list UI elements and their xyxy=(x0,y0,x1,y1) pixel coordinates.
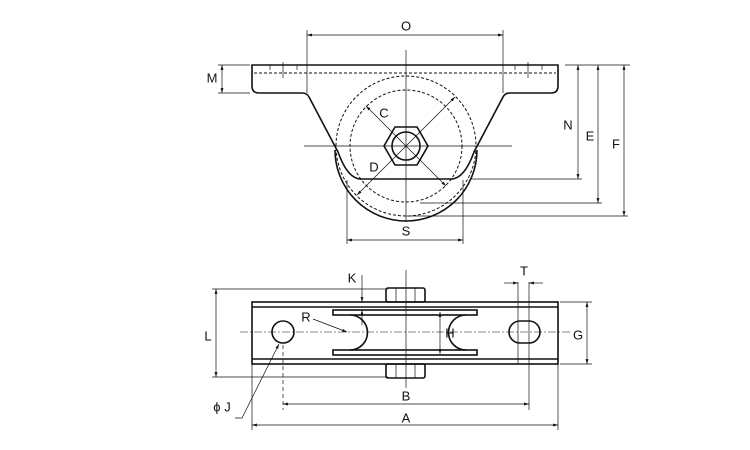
label-e: E xyxy=(586,128,595,143)
wheel-top xyxy=(332,309,478,356)
label-d: D xyxy=(369,159,378,174)
label-l: L xyxy=(204,328,211,343)
dim-r-leader xyxy=(312,318,348,333)
front-view xyxy=(218,30,630,244)
label-o: O xyxy=(401,18,411,33)
label-c: C xyxy=(379,105,388,120)
nut-top xyxy=(385,287,426,303)
label-b: B xyxy=(402,388,411,403)
dimension-labels: O M C N E F D S K T R L H G B ϕ J A xyxy=(204,18,620,425)
mounting-plate xyxy=(251,64,559,180)
bolt-hole-marks xyxy=(269,62,543,78)
label-f: F xyxy=(612,136,620,151)
label-t: T xyxy=(520,263,528,278)
label-h: H xyxy=(445,325,454,340)
label-k: K xyxy=(348,270,357,285)
label-n: N xyxy=(563,117,572,132)
top-view xyxy=(212,270,592,430)
dim-d-line xyxy=(356,96,456,196)
label-s: S xyxy=(402,223,411,238)
label-j: ϕ J xyxy=(213,399,230,414)
label-a: A xyxy=(402,410,411,425)
dim-j-leader xyxy=(235,343,280,419)
label-g: G xyxy=(573,327,583,342)
label-r: R xyxy=(301,309,310,324)
label-m: M xyxy=(207,70,218,85)
nut-bottom xyxy=(385,363,426,379)
rail-body xyxy=(251,301,559,365)
